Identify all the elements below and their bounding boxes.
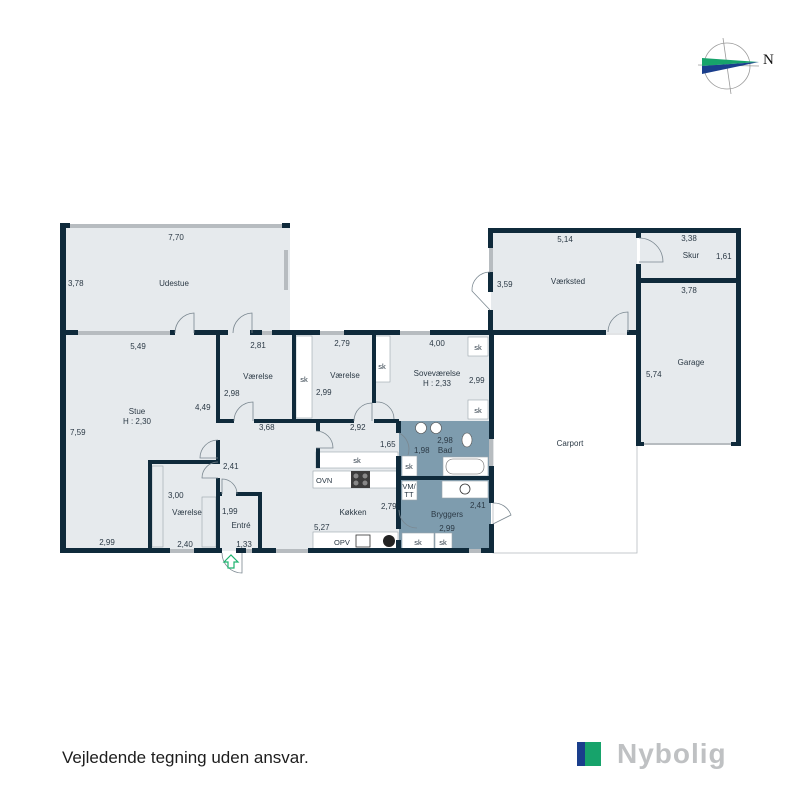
skur-name: Skur [683,251,700,260]
walls [60,223,741,553]
stue-height: H : 2,30 [123,417,152,426]
gang-dim-368: 3,68 [259,423,275,432]
skur-width: 3,38 [681,234,697,243]
room-labels: 7,70 Udestue 3,78 5,49 Stue H : 2,30 7,5… [68,233,732,549]
bryggers-side: 2,41 [470,501,486,510]
closet-label: sk [439,538,447,547]
fixture-labels: sk sk sk sk sk sk sk sk OVN OPV VM/ TT [300,343,482,547]
appliances [351,422,485,548]
gang-dim-292: 2,92 [350,423,366,432]
vaerelse1-top: 2,81 [250,341,266,350]
compass-north-label: N [763,52,774,68]
closet-label: sk [474,343,482,352]
stue-name: Stue [129,407,146,416]
range-hood-icon [383,535,395,547]
closet-label: sk [414,538,422,547]
bad-sink-icon-2 [430,422,442,434]
vaerksted-fill [491,231,637,333]
stue-top: 5,49 [130,342,146,351]
sove-side: 2,99 [469,376,485,385]
utility-sink-icon [459,483,471,495]
garage-side: 5,74 [646,370,662,379]
bad-name: Bad [438,446,452,455]
skur-side: 1,61 [716,252,732,261]
skur-fill [640,231,738,279]
stue-right: 4,49 [195,403,211,412]
koekken-side: 2,79 [381,502,397,511]
logo-text: Nybolig [617,738,727,769]
entre-side: 1,99 [222,507,238,516]
dishwasher-label: OPV [334,538,350,547]
sove-name: Soveværelse [414,369,461,378]
toilet-icon [461,432,473,448]
gang-dim-241: 2,41 [223,462,239,471]
cooktop-icon [351,471,370,488]
garage-width: 3,78 [681,286,697,295]
vaerelse3-bottom: 2,40 [177,540,193,549]
closet-sove-top [467,336,489,357]
closet-label: sk [353,456,361,465]
vaerelse2-name: Værelse [330,371,360,380]
kitchen-sink-icon [355,534,371,548]
disclaimer-text: Vejledende tegning uden ansvar. [62,748,309,767]
bad-sink-icon-1 [415,422,427,434]
closet-label: sk [405,462,413,471]
garage-name: Garage [678,358,705,367]
vm-label: VM/ [402,482,416,491]
closet-sove-bottom [467,399,489,420]
udestue-width: 7,70 [168,233,184,242]
garage-fill [640,282,738,445]
stue-bottom: 2,99 [99,538,115,547]
closet-label: sk [474,406,482,415]
entre-bottom: 1,33 [236,540,252,549]
bryggers-width: 2,99 [439,524,455,533]
compass-icon [697,38,760,94]
udestue-name: Udestue [159,279,189,288]
gang-dim-165: 1,65 [380,440,396,449]
closet-vaerelse2 [373,335,391,383]
oven-label: OVN [316,476,332,485]
sove-height: H : 2,33 [423,379,452,388]
tt-label: TT [404,490,414,499]
vaerelse1-side: 2,98 [224,389,240,398]
bad-side: 1,98 [414,446,430,455]
vaerksted-width: 5,14 [557,235,573,244]
entre-name: Entré [231,521,251,530]
vaerelse2-side: 2,99 [316,388,332,397]
vaerelse1-name: Værelse [243,372,273,381]
vaerksted-name: Værksted [551,277,585,286]
door-swings [174,237,664,574]
bad-width: 2,98 [437,436,453,445]
sove-top: 4,00 [429,339,445,348]
vaerksted-side: 3,59 [497,280,513,289]
carport-name: Carport [557,439,584,448]
stue-left: 7,59 [70,428,86,437]
nybolig-logo: Nybolig [577,738,727,770]
vaerelse3-name: Værelse [172,508,202,517]
koekken-width: 5,27 [314,523,330,532]
entrance-arrow-icon [222,554,240,569]
closet-label: sk [378,362,386,371]
bryggers-name: Bryggers [431,510,463,519]
closet-label: sk [300,375,308,384]
vm-tt-box [401,480,418,501]
vaerelse3-side: 3,00 [168,491,184,500]
vaerelse2-top: 2,79 [334,339,350,348]
logo-mark-icon [577,742,601,766]
koekken-name: Køkken [339,508,366,517]
udestue-depth: 3,78 [68,279,84,288]
bathtub-icon [445,458,485,475]
